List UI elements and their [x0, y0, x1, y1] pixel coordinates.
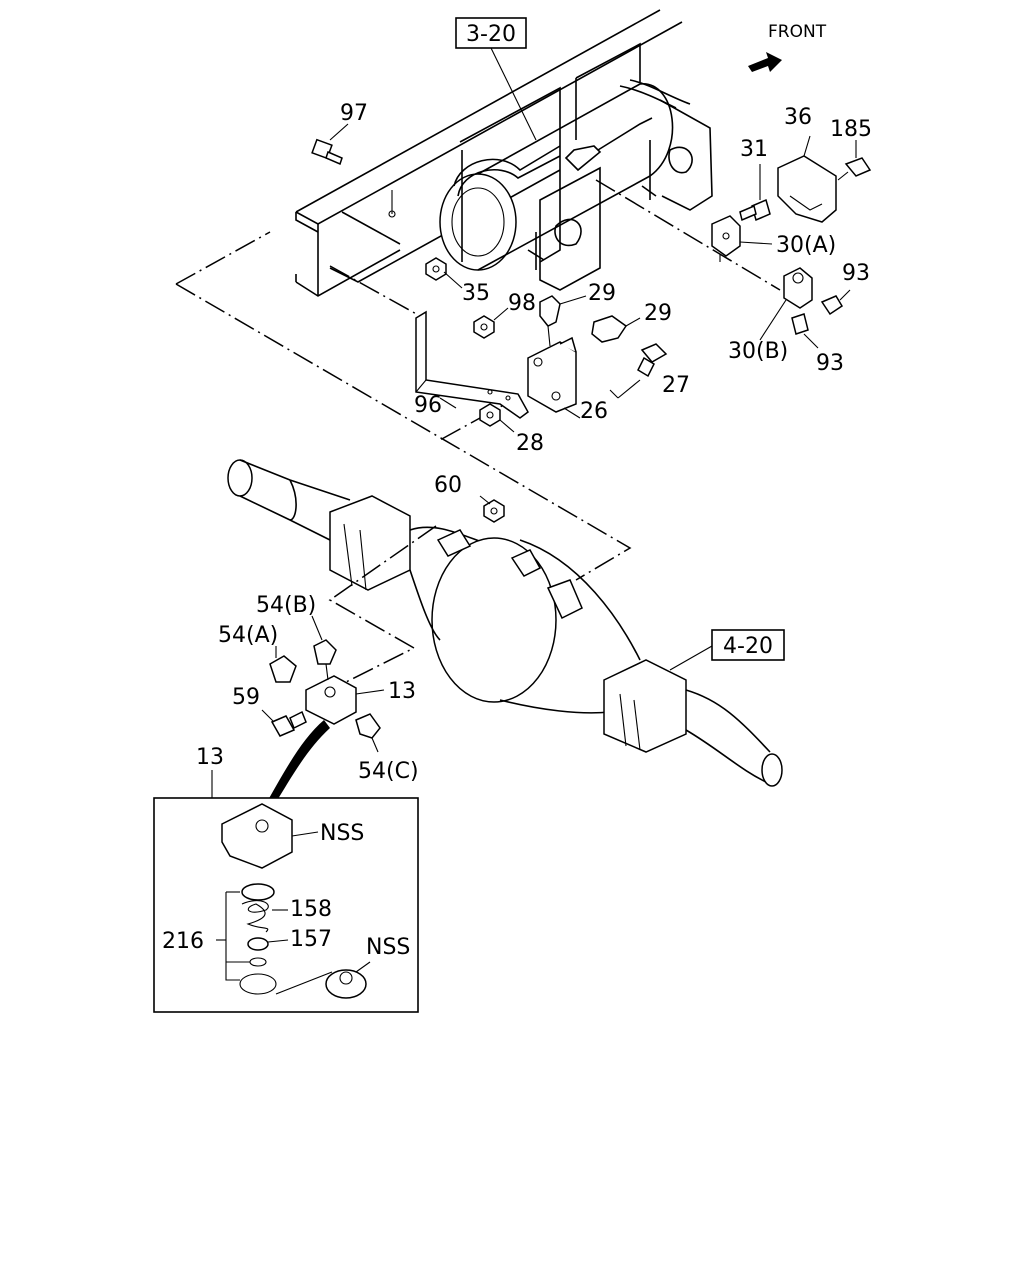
callout-13-detail: 13	[196, 745, 224, 770]
nut-60	[479, 495, 505, 523]
ref-3-20: 3-20	[466, 22, 516, 47]
bolt-27	[609, 343, 668, 399]
dashdot-line-breather	[328, 525, 437, 691]
bolt-97	[311, 123, 349, 166]
fitting-54b	[311, 615, 337, 681]
nut-28	[479, 403, 515, 433]
callout-93-lower: 93	[816, 351, 844, 376]
callout-157: 157	[290, 927, 332, 952]
callout-26: 26	[580, 399, 608, 424]
nut-35	[425, 257, 463, 289]
front-arrow-icon	[748, 52, 782, 72]
nut-98	[473, 307, 509, 339]
callout-54b: 54(B)	[256, 593, 316, 618]
ref-box-4-20: 4-20	[669, 629, 785, 671]
fitting-93-upper	[820, 289, 851, 316]
fitting-30b	[759, 267, 813, 341]
callout-216: 216	[162, 929, 204, 954]
callout-158: 158	[290, 897, 332, 922]
dashdot-line-upper	[175, 231, 271, 285]
fitting-93-lower	[791, 313, 819, 349]
callout-30a: 30(A)	[776, 233, 836, 258]
callout-93-upper: 93	[842, 261, 870, 286]
fitting-29-lower	[591, 315, 641, 343]
bolt-185	[837, 140, 872, 181]
callout-98: 98	[508, 291, 536, 316]
rear-axle-housing	[227, 459, 783, 787]
bracket-96	[415, 310, 529, 419]
callout-36: 36	[784, 105, 812, 130]
breather-assembly-13	[305, 675, 385, 725]
callout-54c: 54(C)	[358, 759, 419, 784]
dashdot-line-frame	[329, 265, 421, 317]
bolt-31	[739, 164, 771, 222]
air-tank-assembly	[439, 42, 713, 291]
callout-27: 27	[662, 373, 690, 398]
callout-13-upper: 13	[388, 679, 416, 704]
fitting-54c	[355, 713, 381, 753]
dashdot-line-main	[175, 283, 632, 581]
tee-26	[527, 336, 581, 419]
ref-4-20: 4-20	[723, 634, 773, 659]
callout-54a: 54(A)	[218, 623, 278, 648]
fitting-54a	[269, 646, 297, 683]
callout-29-upper: 29	[588, 281, 616, 306]
callout-60: 60	[434, 473, 462, 498]
callout-29-lower: 29	[644, 301, 672, 326]
callout-28: 28	[516, 431, 544, 456]
callout-185: 185	[830, 117, 872, 142]
ref-box-3-20: 3-20	[455, 17, 537, 141]
callout-96: 96	[414, 393, 442, 418]
cover-36	[777, 135, 837, 223]
detail-pointer-arrow	[268, 720, 330, 802]
front-label: FRONT	[768, 22, 827, 42]
callout-59: 59	[232, 685, 260, 710]
callout-nss-lower: NSS	[366, 935, 410, 960]
fitting-29-upper	[539, 295, 587, 347]
fitting-30a	[711, 215, 773, 262]
bolt-59	[261, 709, 307, 737]
callout-31: 31	[740, 137, 768, 162]
callout-nss-upper: NSS	[320, 821, 364, 846]
dashdot-line-right	[595, 179, 781, 291]
callout-30b: 30(B)	[728, 339, 788, 364]
callout-35: 35	[462, 281, 490, 306]
callout-97: 97	[340, 101, 368, 126]
detail-box	[153, 770, 419, 1013]
